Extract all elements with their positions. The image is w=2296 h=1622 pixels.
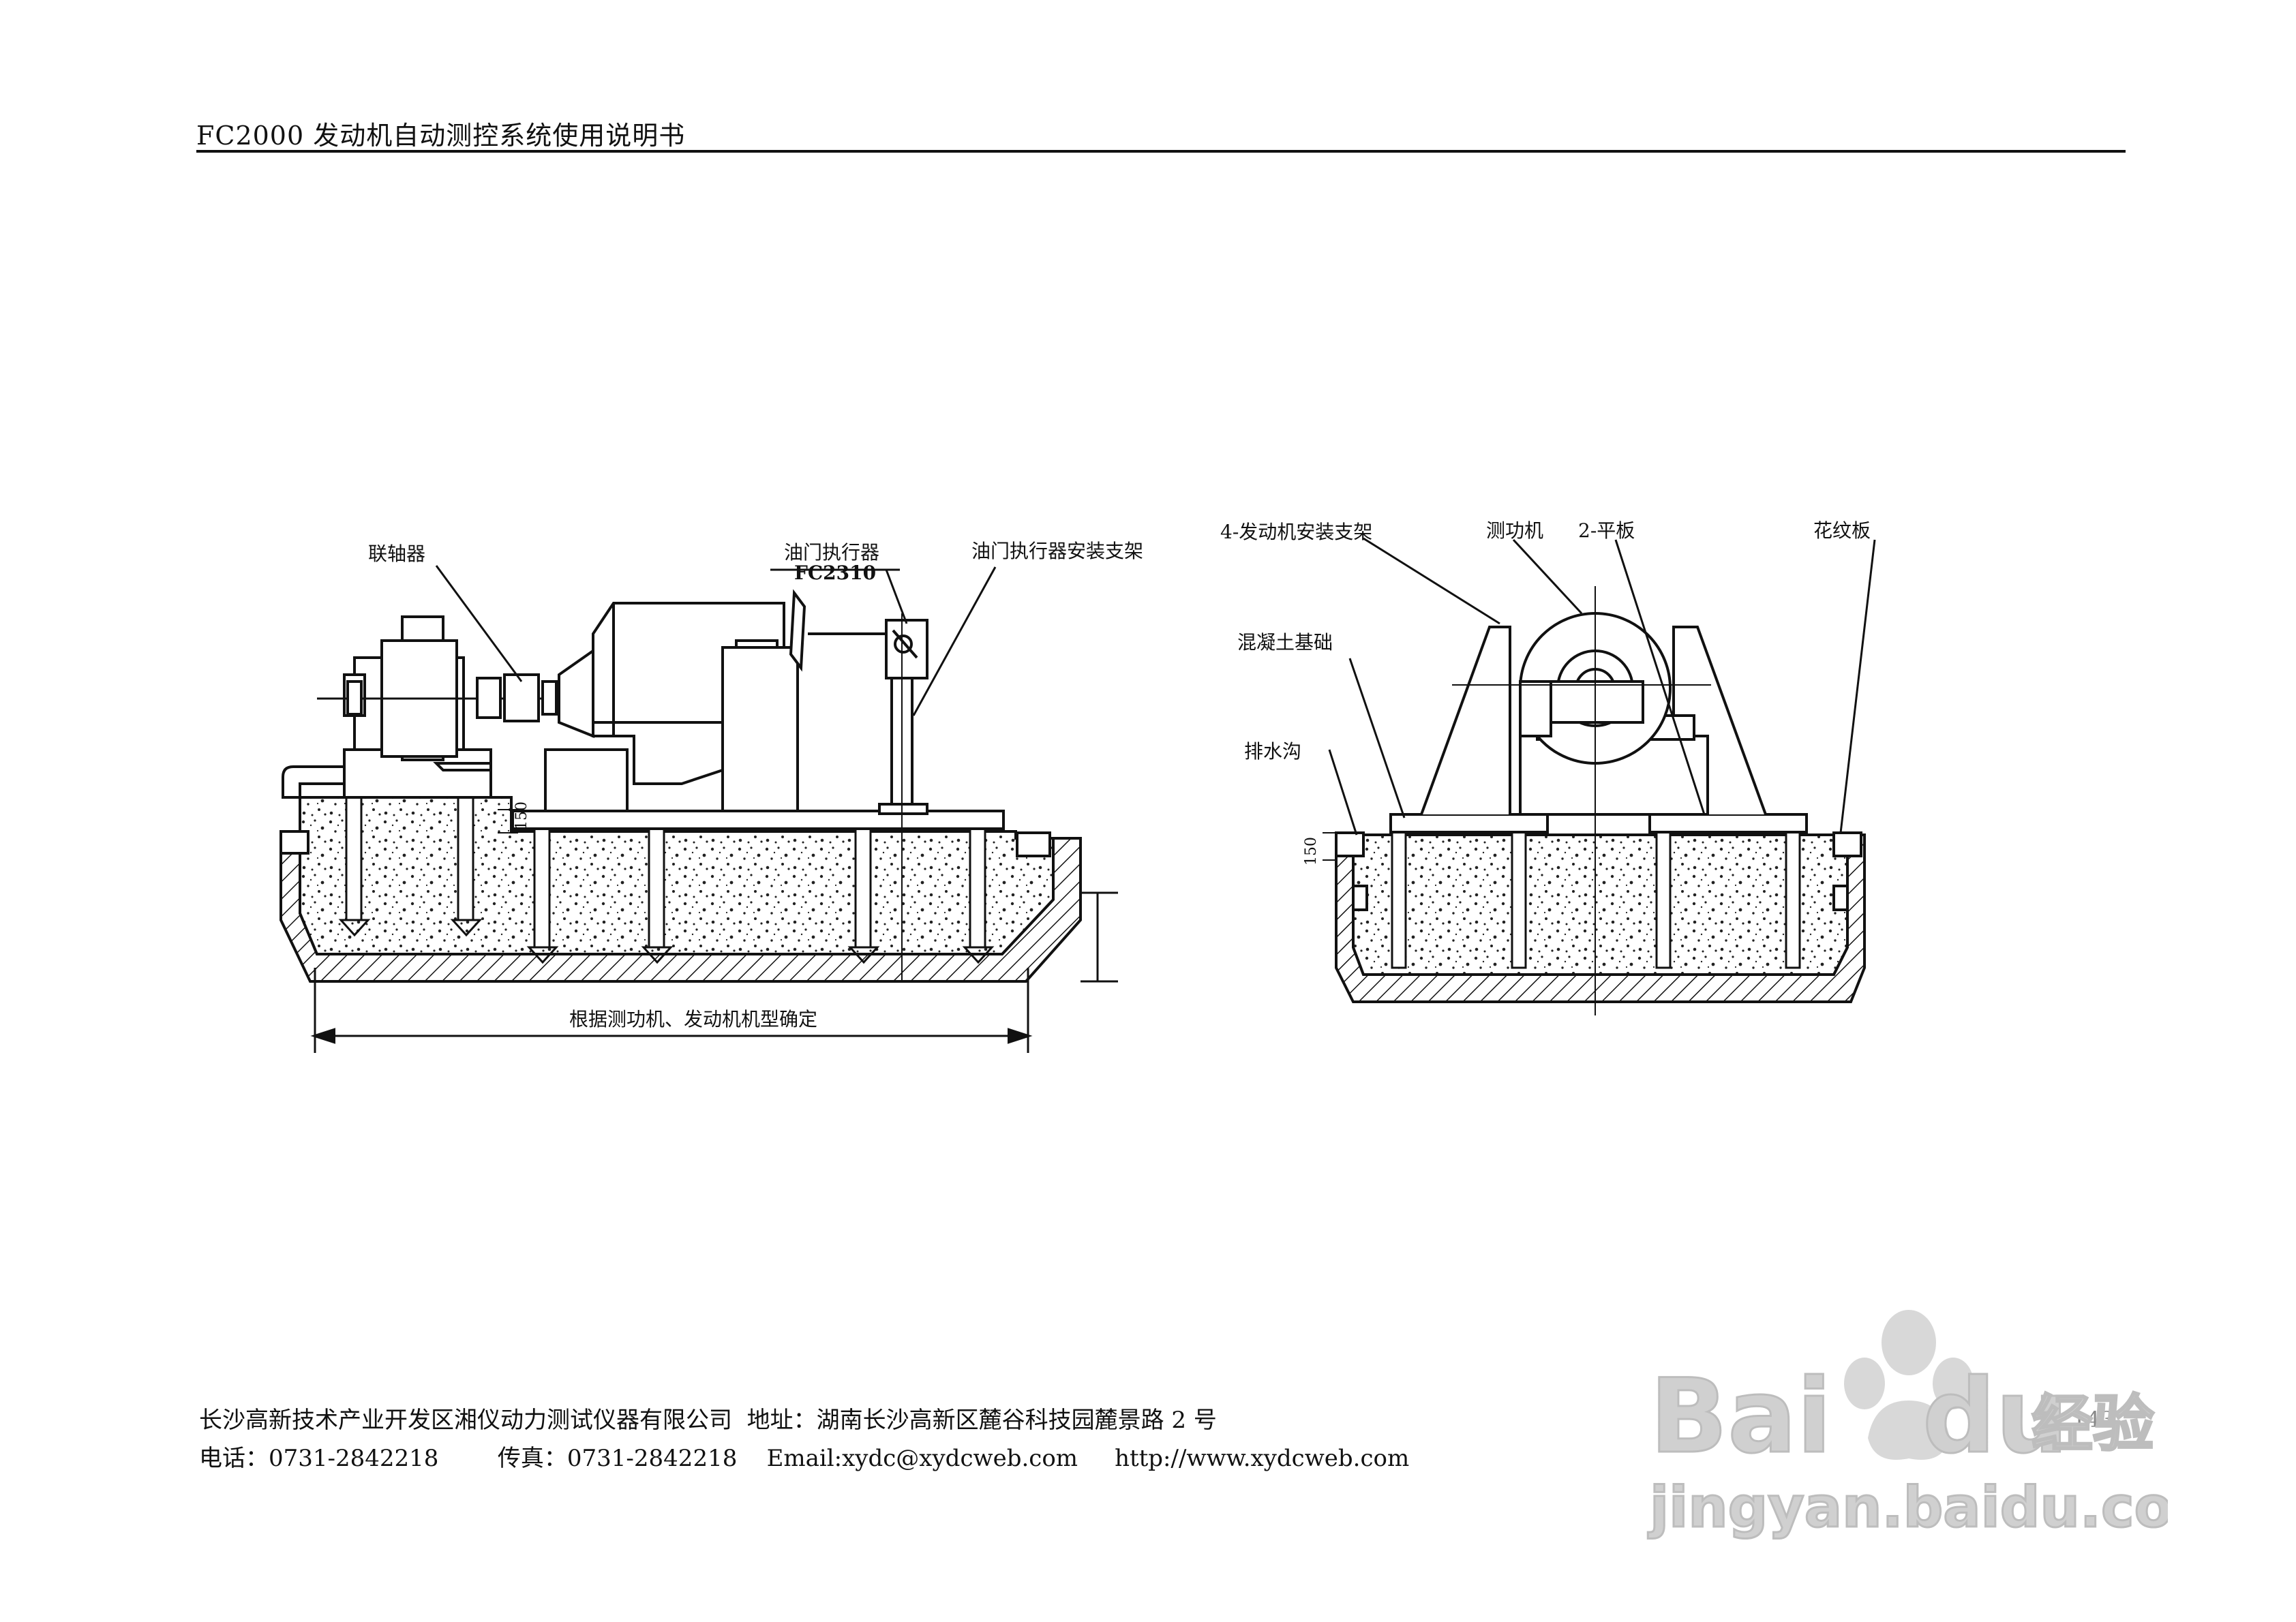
label-throttle-actuator: 油门执行器 [784, 541, 879, 564]
left-anchor-bolts [338, 789, 995, 964]
baidu-jingyan-watermark: Bai du 经验 jingyan.baidu.com [1647, 1310, 2168, 1542]
leader-coupling [435, 565, 523, 682]
left-engine-front-support [544, 748, 629, 812]
page-header-title: FC2000 发动机自动测控系统使用说明书 [196, 121, 686, 151]
left-throttle-arm [789, 589, 806, 672]
leader-flat-plate [1614, 539, 1706, 815]
right-diagram [1323, 537, 1876, 1015]
left-coupling [476, 677, 502, 719]
footer-address: 长沙高新技术产业开发区湘仪动力测试仪器有限公司 地址：湖南长沙高新区麓谷科技园麓… [199, 1407, 1217, 1434]
left-elbow-pipe [282, 765, 346, 799]
leader-drain-ditch [1328, 749, 1358, 836]
leader-dynamometer [1512, 538, 1583, 615]
label-concrete-base: 混凝土基础 [1237, 631, 1333, 654]
label-coupling: 联轴器 [368, 542, 425, 565]
leader-checker-plate [1839, 539, 1876, 833]
leader-engine-bracket [1363, 537, 1500, 625]
right-concrete [1352, 833, 1849, 976]
right-flat-plate-left [1389, 813, 1549, 833]
label-drain-ditch: 排水沟 [1244, 740, 1301, 763]
right-flat-plate-right [1648, 813, 1808, 833]
left-base-plate [511, 810, 1005, 830]
header-rule [196, 150, 2126, 153]
label-right-dim-150: 150 [1303, 837, 1320, 866]
label-dynamometer: 测功机 [1486, 519, 1543, 542]
label-checker-plate: 花纹板 [1813, 519, 1871, 542]
watermark-brand: Bai [1650, 1358, 1832, 1476]
label-flat-plate: 2-平板 [1578, 519, 1635, 542]
left-drain-slab-right [1016, 831, 1051, 857]
left-engine [558, 648, 594, 738]
left-drain-slab-left [280, 830, 309, 855]
left-diagram [280, 565, 1118, 1053]
leader-concrete-base [1348, 658, 1406, 818]
label-span-note: 根据测功机、发动机机型确定 [569, 1008, 817, 1030]
right-engine-bracket-left [1420, 626, 1511, 815]
label-throttle-bracket: 油门执行器安装支架 [971, 540, 1143, 562]
page-number: 143 [2072, 1407, 2115, 1433]
label-throttle-model: FC2310 [794, 562, 876, 584]
leader-throttle-bracket [912, 566, 997, 716]
label-engine-bracket: 4-发动机安装支架 [1220, 521, 1372, 543]
watermark-cn: 经验 [2031, 1388, 2154, 1460]
footer-contact: 电话：0731-2842218 传真：0731-2842218 Email:xy… [199, 1445, 1410, 1472]
watermark-url: jingyan.baidu.com [1648, 1475, 2168, 1540]
label-left-dim-150: 150 [513, 801, 530, 830]
watermark-brand2: du [1922, 1358, 2068, 1476]
